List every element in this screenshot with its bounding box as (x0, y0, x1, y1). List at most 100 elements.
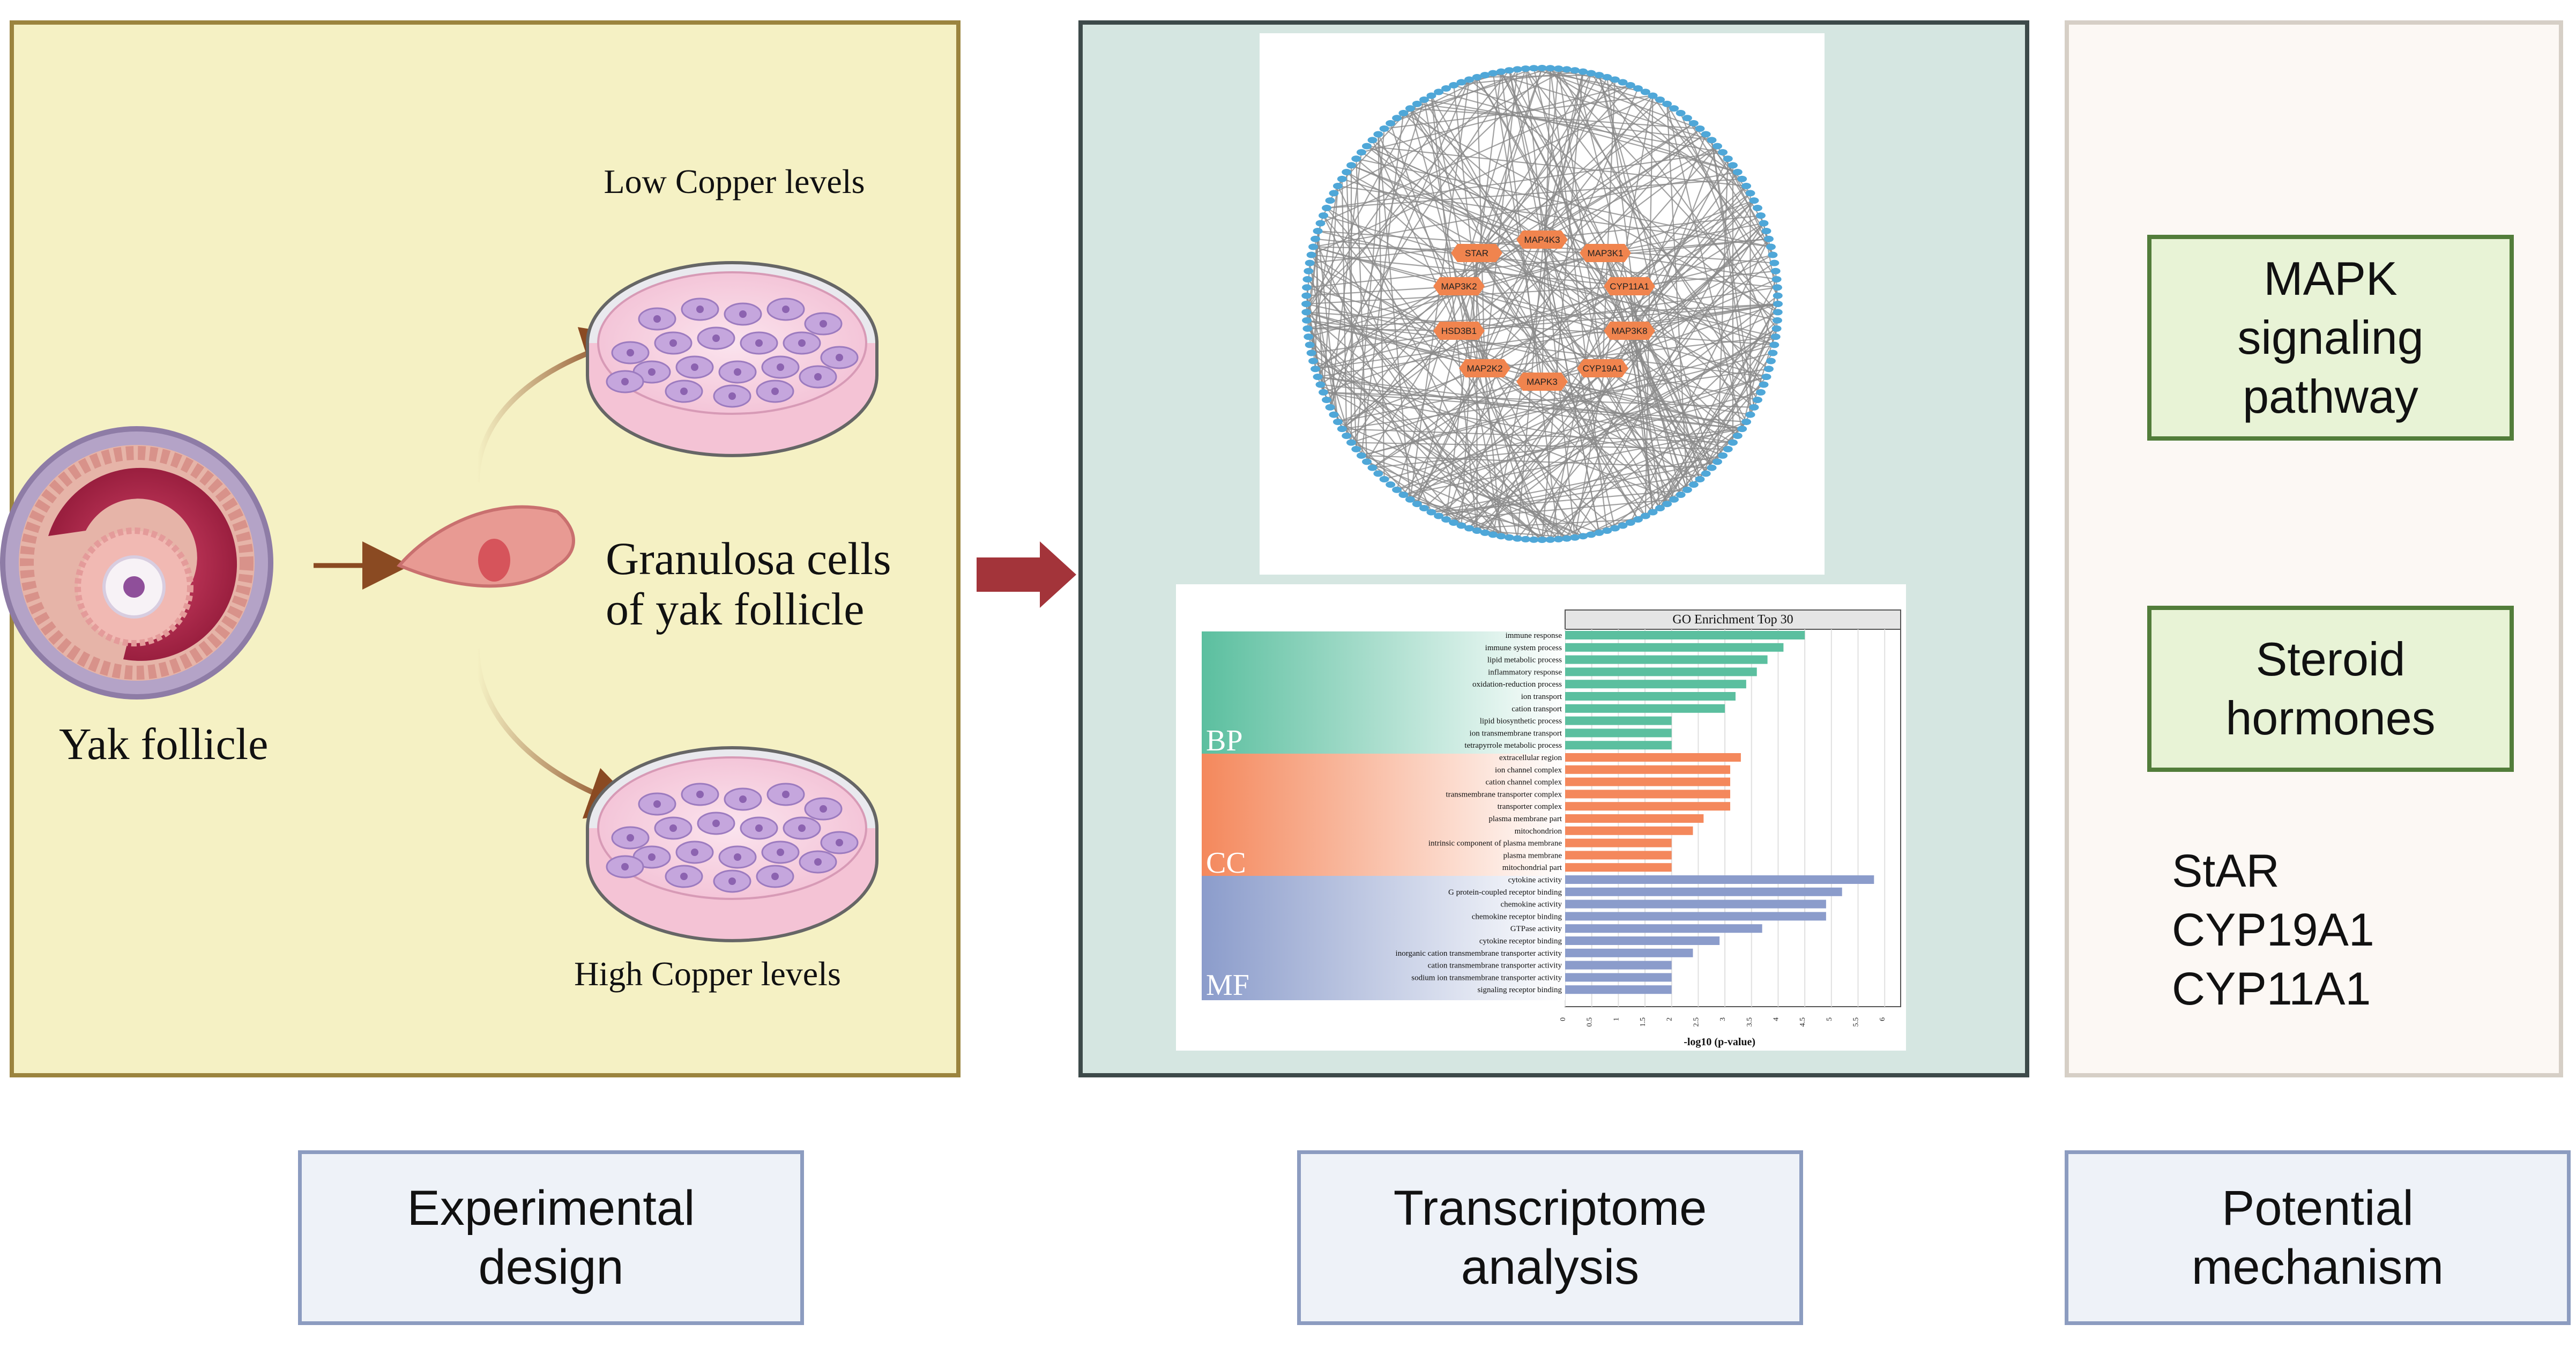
network-edge (1326, 152, 1723, 209)
go-term-label: plasma membrane (1503, 851, 1562, 860)
network-node (1625, 82, 1635, 89)
go-term-label: cation channel complex (1486, 778, 1562, 787)
network-edge (1329, 178, 1343, 201)
dish-cell-nucleus (627, 349, 634, 356)
network-edge (1366, 461, 1551, 540)
network-node (1472, 74, 1482, 81)
network-node (1602, 527, 1612, 534)
network-edge (1410, 145, 1718, 500)
network-node (1302, 317, 1312, 324)
network-edge (1541, 68, 1551, 382)
network-edge (1542, 95, 1654, 240)
network-node (1745, 411, 1755, 418)
network-node (1766, 243, 1776, 250)
go-term-label: mitochondrion (1515, 827, 1562, 836)
mapk-line1: MAPK (2264, 252, 2398, 305)
label-pot-line1: Potential (2221, 1181, 2414, 1236)
network-node (1594, 529, 1604, 536)
network-edge (1306, 311, 1775, 346)
go-bar (1565, 667, 1757, 676)
network-node (1322, 396, 1332, 403)
network-node (1655, 505, 1665, 512)
hub-gene-node (1433, 322, 1485, 340)
network-node (1707, 464, 1717, 471)
dish-cell-nucleus (777, 849, 784, 856)
network-edge (1326, 178, 1743, 209)
dish-cell-nucleus (627, 834, 634, 842)
network-node (1351, 155, 1361, 162)
go-bar (1565, 838, 1672, 847)
network-node (1456, 522, 1466, 529)
network-edge (1541, 239, 1600, 533)
steroid-line2: hormones (2225, 691, 2436, 745)
network-node (1332, 183, 1343, 189)
network-node (1761, 228, 1771, 235)
network-edge (1629, 215, 1761, 287)
go-bar (1565, 765, 1731, 774)
label-pot-line2: mechanism (2191, 1240, 2444, 1295)
network-edge (1311, 254, 1485, 369)
go-term-label: cytokine activity (1508, 876, 1562, 884)
network-node (1441, 516, 1451, 523)
go-bar (1565, 716, 1672, 725)
go-term-label: lipid metabolic process (1487, 656, 1562, 665)
network-node (1419, 96, 1429, 103)
network-node (1464, 525, 1475, 532)
network-edge (1590, 72, 1777, 329)
network-edge (1525, 68, 1765, 385)
network-node (1496, 68, 1506, 75)
network-node (1728, 162, 1738, 169)
network-edge (1333, 69, 1567, 194)
network-edge (1346, 172, 1357, 449)
network-node (1752, 396, 1762, 403)
network-node (1362, 458, 1372, 465)
network-node (1723, 445, 1733, 452)
network-node (1682, 115, 1692, 122)
dish-cell-nucleus (621, 378, 629, 385)
network-node (1441, 85, 1451, 92)
network-edge (1342, 428, 1733, 443)
network-node (1419, 505, 1429, 512)
network-edge (1741, 287, 1778, 429)
low-copper-label: Low Copper levels (604, 162, 865, 200)
network-node (1610, 76, 1620, 83)
go-tick-label: 3.5 (1746, 1017, 1754, 1027)
network-node (1676, 110, 1686, 117)
network-edge (1356, 128, 1385, 449)
go-bar (1565, 887, 1842, 896)
go-term-label: chemokine receptor binding (1472, 912, 1562, 921)
dish-cell-nucleus (798, 339, 806, 347)
go-bar (1565, 863, 1672, 872)
network-node (1633, 516, 1643, 523)
dish-cell-nucleus (836, 839, 843, 846)
dish-cell-nucleus (755, 339, 763, 347)
network-edge (1629, 270, 1776, 287)
network-node (1351, 445, 1361, 452)
network-node (1669, 105, 1679, 112)
network-edge (1431, 95, 1478, 531)
network-node (1537, 65, 1547, 71)
go-x-axis-label: -log10 (p-value) (1684, 1036, 1755, 1048)
network-edge (1307, 279, 1567, 539)
network-edge (1372, 428, 1743, 468)
network-edge (1484, 368, 1603, 533)
network-edge (1409, 108, 1639, 520)
transition-arrow (977, 541, 1076, 608)
go-term-label: mitochondrial part (1502, 864, 1562, 872)
go-term-label: tetrapyrrole metabolic process (1464, 741, 1562, 750)
network-node (1434, 88, 1444, 95)
network-node (1561, 535, 1572, 542)
dish-cell-nucleus (696, 791, 704, 798)
network-node (1761, 373, 1771, 380)
network-edge (1629, 254, 1773, 331)
label-tx-line2: analysis (1461, 1240, 1640, 1295)
network-edge (1476, 73, 1592, 254)
dish-cell-nucleus (691, 849, 698, 856)
go-term-label: sodium ion transmembrane transporter act… (1411, 973, 1562, 982)
network-node (1405, 496, 1415, 503)
hub-gene-node (1516, 230, 1568, 249)
go-term-label: ion transmembrane transport (1470, 729, 1562, 738)
network-node (1769, 259, 1780, 266)
steroid-line1: Steroid (2255, 633, 2406, 686)
hub-gene-label: MAP3K1 (1587, 248, 1623, 258)
